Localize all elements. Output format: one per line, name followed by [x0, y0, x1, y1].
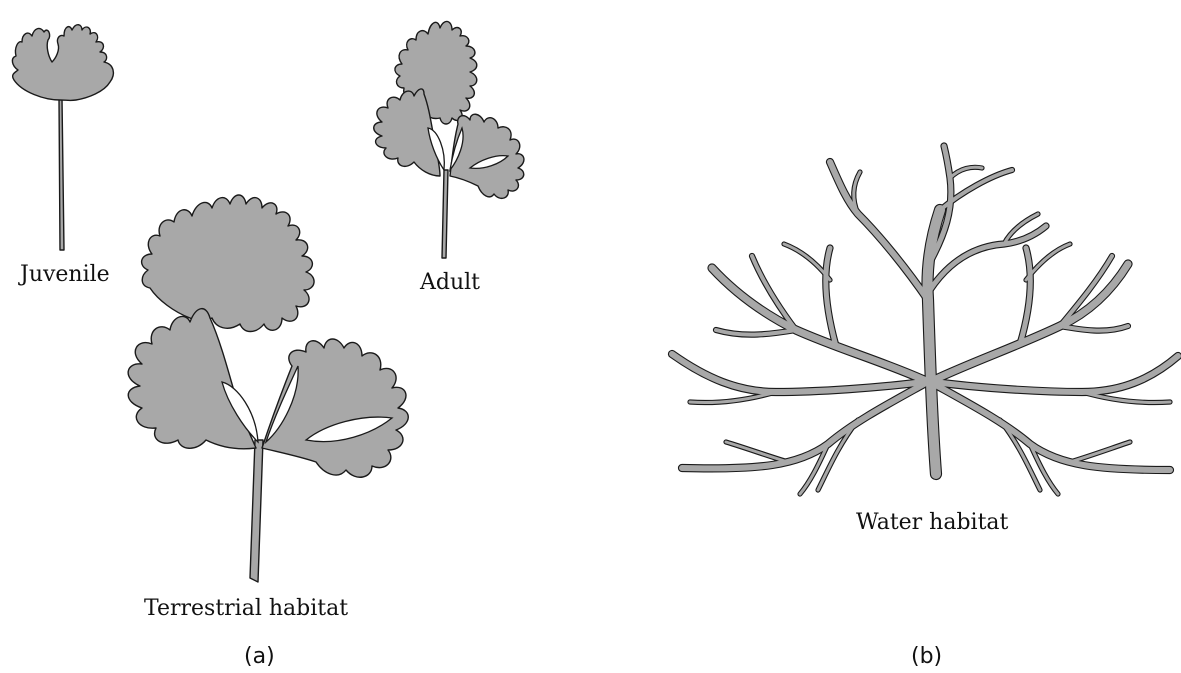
adult-leaf-stalk — [442, 170, 448, 258]
water-leaf-branch — [726, 442, 788, 462]
water-leaf-branch — [682, 384, 924, 468]
panel-a-label: (a) — [244, 644, 275, 669]
terrestrial-habitat-label: Terrestrial habitat — [144, 596, 348, 621]
water-leaf-branch — [1020, 248, 1030, 344]
water-leaf-branch-outline — [784, 244, 830, 280]
juvenile-leaf-stalk — [59, 98, 64, 250]
juvenile-leaf — [12, 25, 113, 250]
terrestrial-leaf-left-lobe — [128, 309, 256, 449]
water-leaf-branch-outline — [712, 268, 924, 380]
water-leaf-branch — [1070, 442, 1130, 462]
water-leaf-branch — [934, 384, 1170, 470]
panel-b-label: (b) — [911, 644, 942, 669]
adult-leaf — [374, 21, 524, 258]
terrestrial-leaf-upper-lobe — [142, 195, 314, 332]
water-habitat-label: Water habitat — [856, 510, 1008, 535]
adult-leaf-right-lobe — [450, 114, 524, 198]
terrestrial-leaf-stalk — [250, 440, 263, 582]
juvenile-label: Juvenile — [20, 262, 110, 287]
juvenile-leaf-blade — [12, 25, 113, 101]
water-leaf-branch — [826, 248, 836, 346]
water-habitat-leaf — [672, 146, 1178, 494]
adult-label: Adult — [420, 270, 480, 295]
terrestrial-leaf — [128, 195, 408, 582]
